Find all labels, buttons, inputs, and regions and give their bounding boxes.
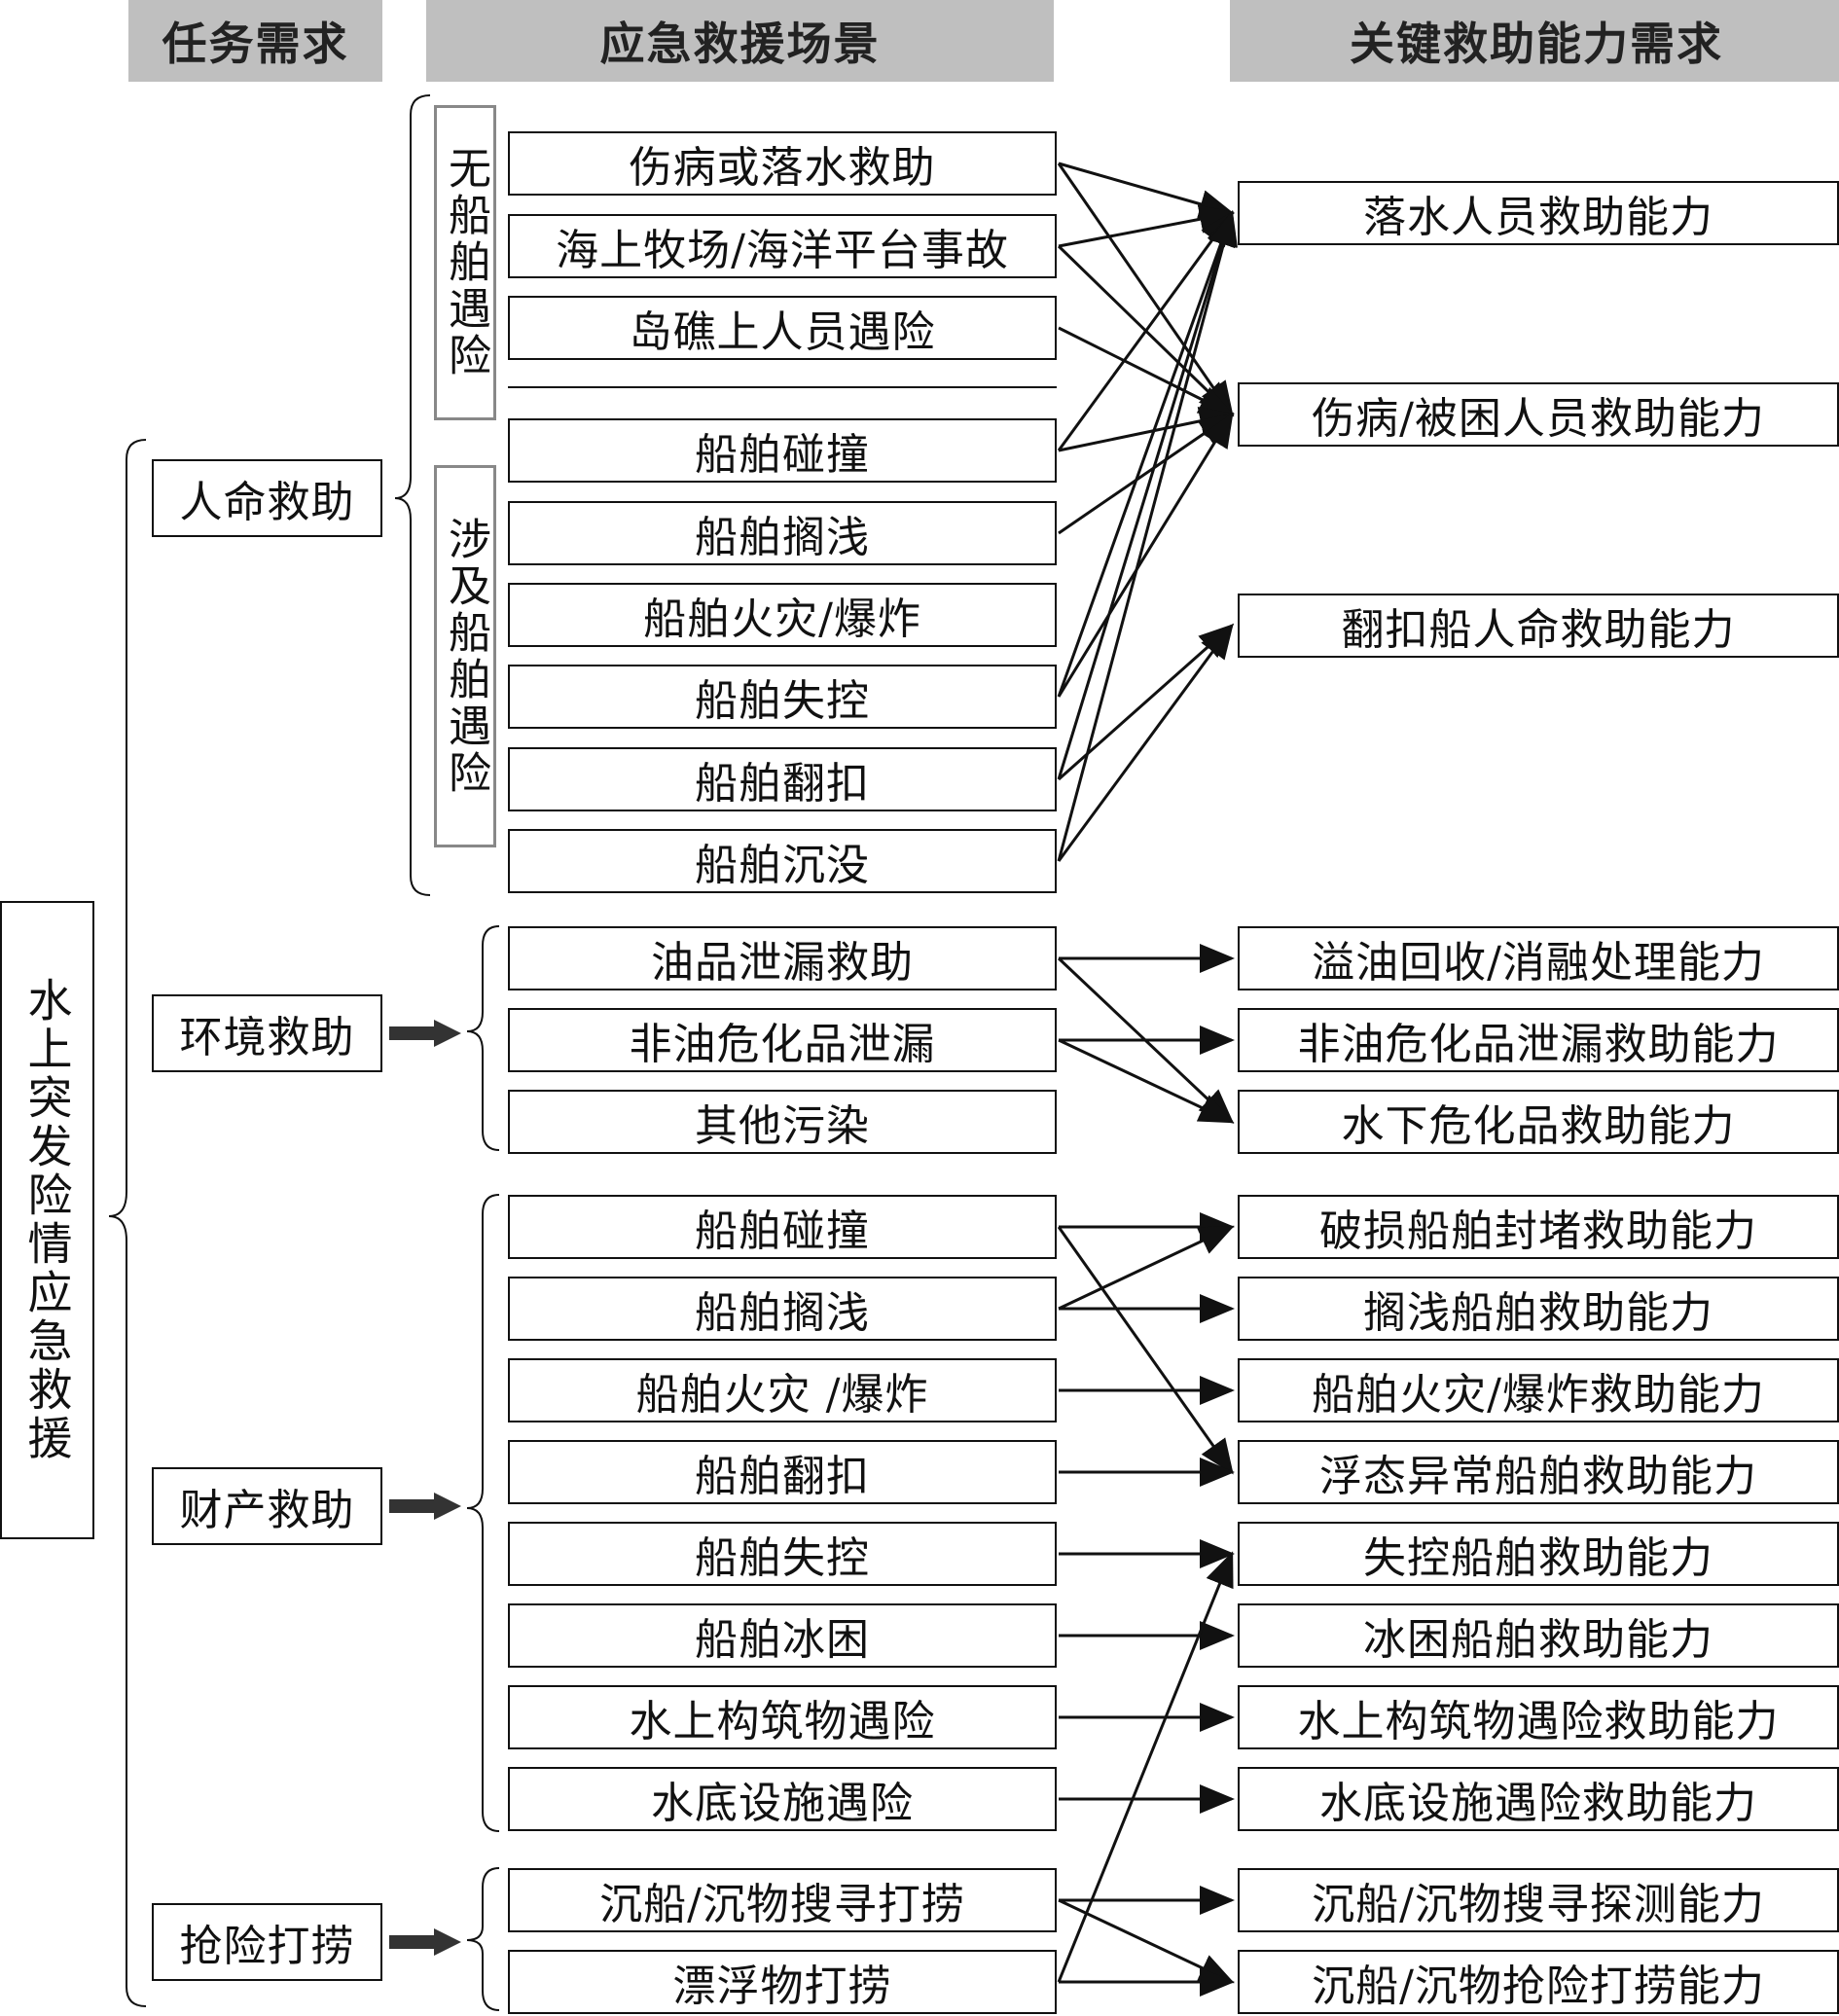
scenario-life-6: 船舶失控 [508,665,1057,729]
scenario-life-7: 船舶翻扣 [508,747,1057,811]
scenario-life-2: 岛礁上人员遇险 [508,296,1057,360]
task-life: 人命救助 [152,459,382,537]
capability-property-5: 冰困船舶救助能力 [1238,1603,1839,1668]
scenario-property-4: 船舶失控 [508,1522,1057,1586]
scenario-salvage-0: 沉船/沉物搜寻打捞 [508,1868,1057,1932]
link-salvage-0-1 [1058,1898,1235,1984]
scenario-life-4: 船舶搁浅 [508,501,1057,565]
salvage-brace [466,1867,500,2011]
scenario-life-1: 海上牧场/海洋平台事故 [508,214,1057,278]
link-life-6-0 [1057,210,1235,698]
header-capability: 关键救助能力需求 [1230,0,1839,82]
env-brace [466,925,500,1151]
capability-life-2: 翻扣船人命救助能力 [1238,594,1839,658]
link-life-7-2 [1058,624,1235,781]
link-life-8-2 [1057,623,1234,862]
link-property-0-3 [1057,1226,1234,1475]
group-no-ship: 无船舶遇险 [434,105,496,420]
link-life-6-1 [1057,412,1234,698]
scenario-salvage-1: 漂浮物打捞 [508,1950,1057,2014]
root-brace [108,439,147,2007]
task-arrow-property [389,1493,461,1520]
root-node: 水上突发险情应急救援 [0,901,94,1539]
scenario-property-2: 船舶火灾 /爆炸 [508,1358,1057,1422]
task-property: 财产救助 [152,1467,382,1545]
capability-life-0: 落水人员救助能力 [1238,181,1839,245]
capability-life-1: 伤病/被困人员救助能力 [1238,382,1839,447]
scenario-property-7: 水底设施遇险 [508,1767,1057,1831]
link-life-7-0 [1057,210,1237,780]
scenario-property-3: 船舶翻扣 [508,1440,1057,1504]
header-scenario: 应急救援场景 [426,0,1054,82]
scenario-life-5: 船舶火灾/爆炸 [508,583,1057,647]
life-brace [394,94,431,896]
capability-env-2: 水下危化品救助能力 [1238,1090,1839,1154]
capability-property-6: 水上构筑物遇险救助能力 [1238,1685,1839,1749]
capability-property-3: 浮态异常船舶救助能力 [1238,1440,1839,1504]
link-life-0-0 [1058,162,1235,219]
property-brace [466,1194,500,1832]
link-life-8-0 [1057,210,1238,862]
scenario-env-0: 油品泄漏救助 [508,926,1057,990]
capability-property-2: 船舶火灾/爆炸救助能力 [1238,1358,1839,1422]
link-life-3-0 [1057,210,1234,451]
capability-property-4: 失控船舶救助能力 [1238,1522,1839,1586]
task-env: 环境救助 [152,994,382,1072]
scenario-life-8: 船舶沉没 [508,829,1057,893]
capability-property-1: 搁浅船舶救助能力 [1238,1277,1839,1341]
header-task: 任务需求 [128,0,382,82]
link-life-1-0 [1058,204,1235,248]
link-salvage-property-1-4 [1057,1551,1234,1983]
scenario-life-3: 船舶碰撞 [508,418,1057,483]
scenario-env-2: 其他污染 [508,1090,1057,1154]
scenario-property-0: 船舶碰撞 [508,1195,1057,1259]
capability-property-0: 破损船舶封堵救助能力 [1238,1195,1839,1259]
task-arrow-salvage [389,1928,461,1956]
group-ship: 涉及船舶遇险 [434,465,496,847]
link-life-0-1 [1057,162,1234,417]
capability-env-1: 非油危化品泄漏救助能力 [1238,1008,1839,1072]
link-env-1-2 [1058,1038,1235,1124]
scenario-env-1: 非油危化品泄漏 [508,1008,1057,1072]
scenario-property-5: 船舶冰困 [508,1603,1057,1668]
task-salvage: 抢险打捞 [152,1903,382,1981]
scenario-property-1: 船舶搁浅 [508,1277,1057,1341]
capability-salvage-0: 沉船/沉物搜寻探测能力 [1238,1868,1839,1932]
scenario-property-6: 水上构筑物遇险 [508,1685,1057,1749]
link-property-1-0 [1058,1225,1235,1311]
link-life-2-1 [1058,326,1235,416]
capability-env-0: 溢油回收/消融处理能力 [1238,926,1839,990]
scenario-life-0: 伤病或落水救助 [508,131,1057,196]
capability-salvage-1: 沉船/沉物抢险打捞能力 [1238,1950,1839,2014]
capability-property-7: 水底设施遇险救助能力 [1238,1767,1839,1831]
task-arrow-env [389,1020,461,1047]
